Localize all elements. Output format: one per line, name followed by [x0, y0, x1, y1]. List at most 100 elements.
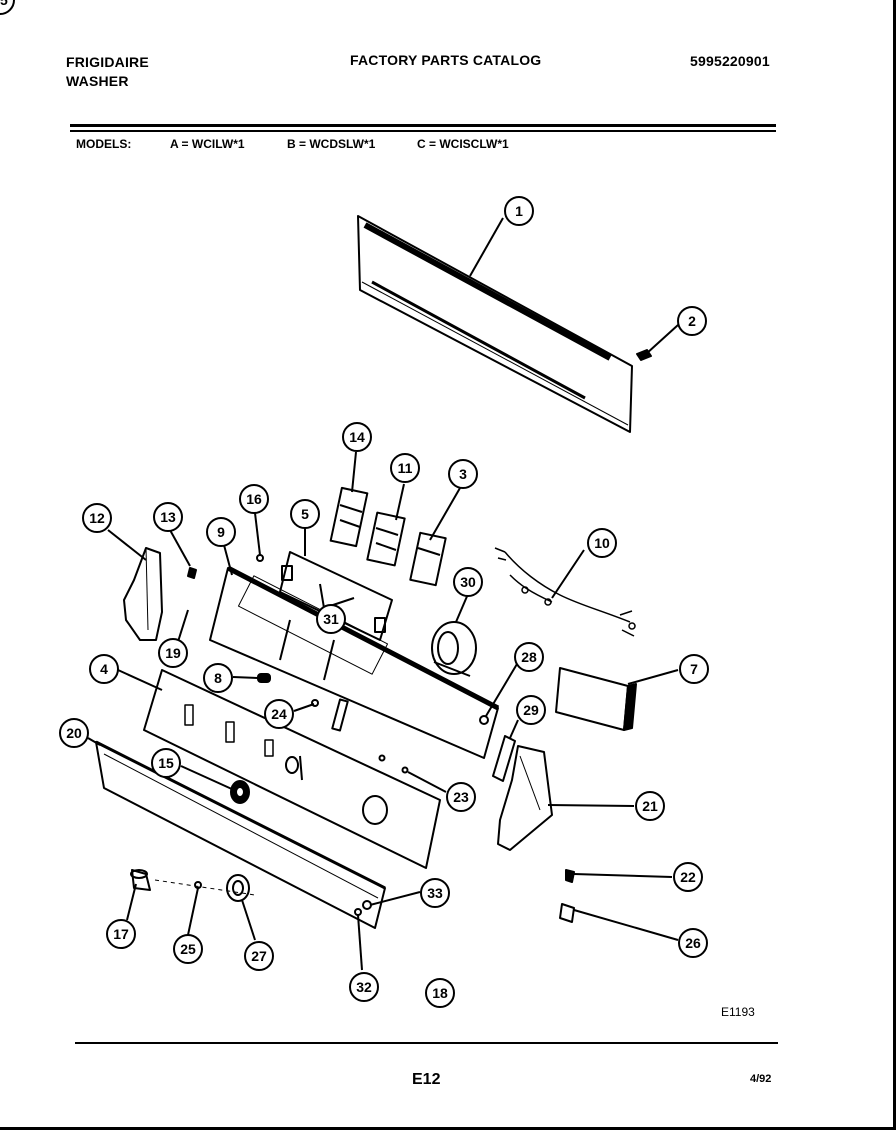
screw-part-21a: [378, 754, 386, 762]
clip-part-13: [187, 567, 197, 579]
callout-number: 15: [158, 755, 174, 771]
callout-4: 4: [89, 654, 119, 684]
callout-number: 24: [271, 706, 287, 722]
callout-32: 32: [349, 972, 379, 1002]
callout-circle: [151, 748, 181, 778]
callout-circle: [420, 878, 450, 908]
callout-circle: [244, 941, 274, 971]
top-panel-part: [357, 215, 633, 433]
callout-24: 24: [264, 699, 294, 729]
callout-5: 5: [290, 499, 320, 529]
knob-part-25: [130, 869, 151, 891]
screw-part-7: [479, 715, 489, 725]
screw-part-17: [362, 900, 372, 910]
screw-part-20: [311, 699, 319, 707]
bezel-part-26: [226, 874, 250, 902]
callout-number: 27: [251, 948, 267, 964]
callout-circle: [203, 663, 233, 693]
callout-3: 3: [448, 459, 478, 489]
callout-number: 29: [523, 702, 539, 718]
callout-number: 20: [66, 725, 82, 741]
callout-circle: [89, 654, 119, 684]
callout-number: 33: [427, 885, 443, 901]
callout-20: 20: [59, 718, 89, 748]
callout-29: 29: [516, 695, 546, 725]
callout-number: 32: [356, 979, 372, 995]
callout-35: 35: [0, 0, 15, 15]
callout-circle: [342, 422, 372, 452]
callout-circle: [82, 503, 112, 533]
callout-circle: [158, 638, 188, 668]
callout-number: 1: [515, 203, 523, 219]
callout-number: 23: [453, 789, 469, 805]
model-a: A = WCILW*1: [170, 137, 245, 151]
part-number: 5995220901: [690, 53, 770, 69]
callout-17: 17: [106, 919, 136, 949]
callout-circle: [0, 0, 15, 15]
page-border-right: [893, 0, 896, 1130]
brand-block: FRIGIDAIRE WASHER: [66, 53, 149, 91]
callout-number: 12: [89, 510, 105, 526]
callout-number: 7: [690, 661, 698, 677]
callout-circle: [173, 934, 203, 964]
callout-circle: [290, 499, 320, 529]
model-c: C = WCISCLW*1: [417, 137, 509, 151]
callout-number: 2: [688, 313, 696, 329]
clip-part-29: [257, 673, 271, 683]
switch-part-3: [409, 531, 447, 587]
callout-number: 8: [214, 670, 222, 686]
callout-23: 23: [446, 782, 476, 812]
figure-reference: E1193: [721, 1005, 755, 1019]
brand-name: FRIGIDAIRE: [66, 54, 149, 70]
callout-31: 31: [316, 604, 346, 634]
callout-25: 25: [173, 934, 203, 964]
callout-number: 25: [180, 941, 196, 957]
callout-circle: [504, 196, 534, 226]
callout-circle: [390, 453, 420, 483]
callout-circle: [59, 718, 89, 748]
callout-circle: [316, 604, 346, 634]
callout-number: 22: [680, 869, 696, 885]
callout-circle: [453, 567, 483, 597]
bracket-part-22: [497, 745, 553, 851]
plate-part-5: [279, 551, 393, 641]
callout-number: 11: [398, 460, 413, 476]
callout-number: 13: [160, 509, 176, 525]
callout-15: 15: [151, 748, 181, 778]
callout-number: 14: [349, 429, 365, 445]
revision-date: 4/92: [750, 1073, 772, 1085]
callout-number: 31: [323, 611, 339, 627]
leader-lines: [87, 217, 679, 971]
console-panel-part-9: [209, 565, 500, 759]
callout-number: 26: [685, 935, 701, 951]
callout-circle: [349, 972, 379, 1002]
callout-circle: [516, 695, 546, 725]
callout-circle: [635, 791, 665, 821]
bracket-part-12: [123, 547, 163, 641]
callout-circle: [106, 919, 136, 949]
callout-number: 4: [100, 661, 108, 677]
front-panel-part-8: [143, 669, 441, 869]
callout-11: 11: [390, 453, 420, 483]
knob-part-23: [230, 780, 250, 804]
callout-33: 33: [420, 878, 450, 908]
screw-part-33: [565, 869, 575, 883]
callout-9: 9: [206, 517, 236, 547]
models-label: MODELS:: [76, 137, 132, 151]
callout-circle: [446, 782, 476, 812]
callout-number: 3: [459, 466, 467, 482]
callout-2: 2: [677, 306, 707, 336]
switch-part-11: [366, 511, 406, 567]
screw-part-16: [256, 554, 264, 562]
product-type: WASHER: [66, 73, 129, 89]
bracket-part-24: [492, 735, 516, 782]
pressure-switch-part-4: [555, 667, 637, 731]
callout-26: 26: [678, 928, 708, 958]
bracket-part-20: [331, 698, 349, 732]
screw-part-21b: [401, 766, 409, 774]
model-b: B = WCDSLW*1: [287, 137, 376, 151]
callout-8: 8: [203, 663, 233, 693]
timer-part-10: [431, 621, 477, 677]
callout-28: 28: [514, 642, 544, 672]
